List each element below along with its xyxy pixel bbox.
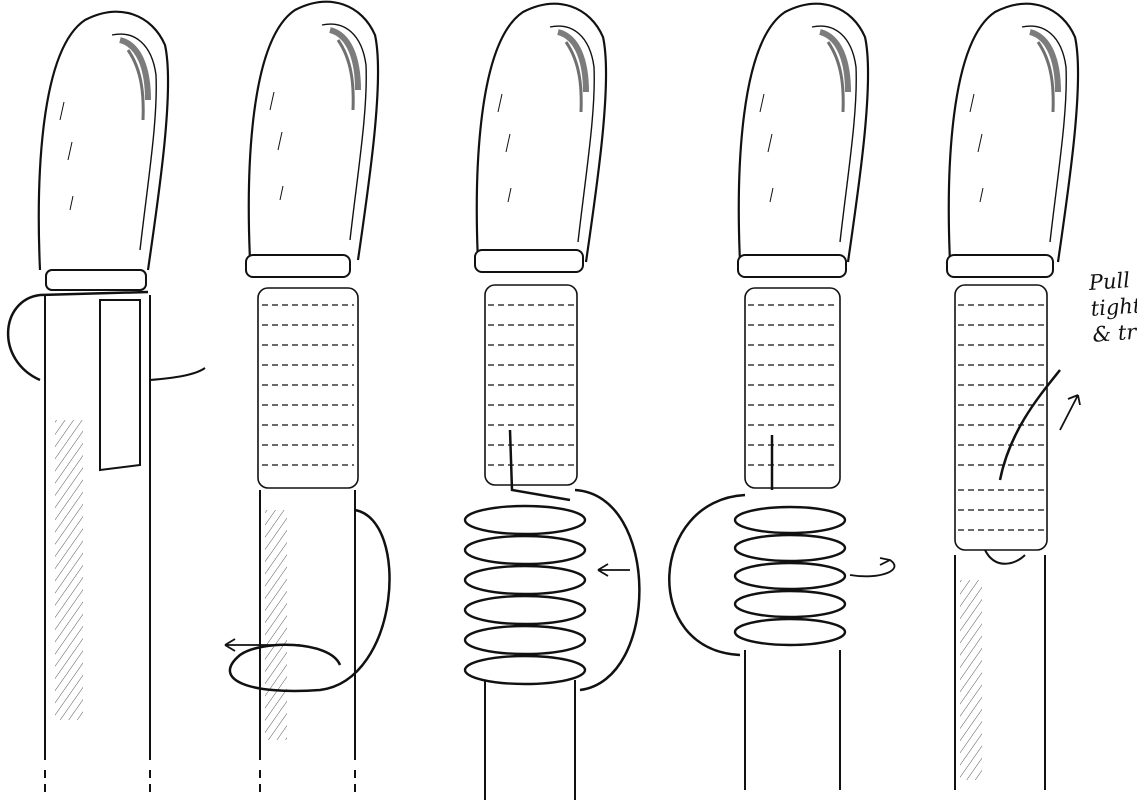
panel-1 xyxy=(8,12,205,795)
annotation-line-1: Pull xyxy=(1088,267,1137,296)
panel-4 xyxy=(669,4,894,790)
panel-5 xyxy=(947,4,1080,790)
annotation-line-2: tight xyxy=(1090,292,1137,321)
panel-3 xyxy=(465,4,639,800)
panel-2 xyxy=(225,2,390,795)
pull-tight-trim-annotation: Pull tight & trim xyxy=(1088,267,1137,348)
annotation-line-3: & trim xyxy=(1092,318,1137,347)
